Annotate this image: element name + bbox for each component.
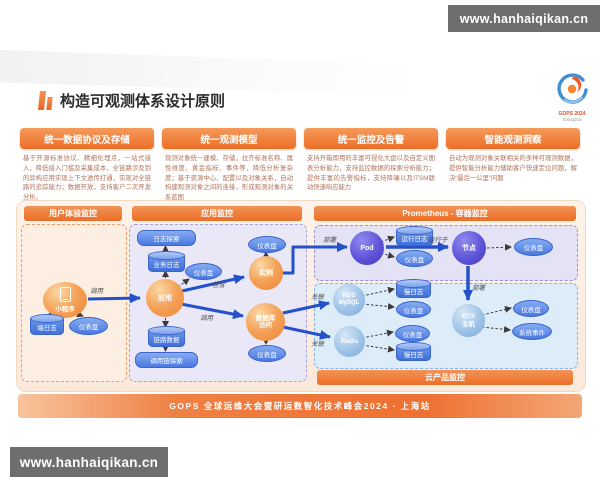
edge-label-assoc2: 关联 [311, 341, 324, 348]
node-client-log: 端日志 [30, 314, 64, 335]
node-dashboard-node: 仪表盘 [514, 238, 553, 256]
principle-desc-2: 观测对象统一建模、存储，拉齐标准名称、属性维度、黄金指标、事件等，降低分析复杂度… [165, 155, 293, 201]
node-trace-data: 链路数据 [148, 326, 185, 347]
node-biz-log: 业务日志 [148, 251, 185, 272]
node-slow-log-rds-label: 慢日志 [403, 288, 424, 296]
node-instance: 实例 [249, 256, 283, 290]
section-header-user-experience: 用户体验监控 [24, 206, 122, 221]
edge-label-assoc1: 关联 [311, 294, 324, 301]
section-header-cloud-product: 云产品监控 [317, 370, 573, 385]
section-header-application: 应用监控 [132, 206, 302, 221]
watermark-bottom-text: www.hanhaiqikan.cn [19, 454, 159, 470]
node-dashboard-ecs: 仪表盘 [513, 300, 549, 317]
node-rds-mysql: RDS MySQL [333, 284, 365, 316]
node-sys-event: 系统事件 [512, 323, 552, 340]
logo-name: GOPS 2024 [558, 111, 586, 117]
node-mini-program-label: 小程序 [55, 306, 75, 313]
watermark-bottom: www.hanhaiqikan.cn [10, 447, 168, 477]
node-k8s-node: 节点 [452, 231, 486, 265]
principle-card-4: 智能观测洞察 自动为观测对象关联相关的多种可观测数据，提供智能分析能力辅助客户快… [446, 128, 580, 185]
principle-desc-4: 自动为观测对象关联相关的多种可观测数据，提供智能分析能力辅助客户快速定位问题，解… [449, 155, 577, 182]
node-trace-explore: 调用链探索 [135, 352, 198, 368]
node-app: 应用 [146, 279, 184, 317]
edge-label-run-on: 运行于 [428, 237, 448, 244]
node-dashboard-app: 仪表盘 [185, 263, 222, 280]
node-ecs-host: ECS 主机 [452, 304, 485, 337]
principle-card-2: 统一观测模型 观测对象统一建模、存储，拉齐标准名称、属性维度、黄金指标、事件等，… [162, 128, 296, 205]
logo-city: Shanghai [562, 117, 582, 122]
node-dashboard-rds: 仪表盘 [396, 301, 431, 318]
principle-card-3: 统一监控及告警 支持开箱即用的丰富可视化大盘以及自定义图表分析能力，支持监控数据… [304, 128, 438, 195]
edge-label-contain: 包含 [212, 282, 225, 289]
node-trace-data-label: 链路数据 [153, 336, 180, 344]
gops-swirl-icon [557, 73, 588, 104]
edge-label-deploy2: 部署 [472, 285, 485, 292]
node-redis: Redis [334, 326, 365, 357]
node-biz-log-label: 业务日志 [153, 261, 180, 269]
node-mini-program: 小程序 [43, 282, 87, 318]
watermark-top: www.hanhaiqikan.cn [448, 5, 600, 32]
edge-label-call1: 调用 [90, 288, 103, 295]
node-db-access: 数据库 访问 [246, 303, 285, 341]
principle-title-2: 统一观测模型 [162, 128, 296, 149]
principle-card-1: 统一数据协议及存储 基于开源标准协议、精细化埋点，一站式接入，降低接入门槛及采集… [20, 128, 154, 205]
node-run-log: 运行日志 [396, 226, 433, 246]
principle-title-4: 智能观测洞察 [446, 128, 580, 149]
node-dashboard-pod: 仪表盘 [396, 250, 433, 267]
principle-desc-3: 支持开箱即用的丰富可视化大盘以及自定义图表分析能力，支持监控数据的探索分析能力；… [307, 155, 435, 192]
node-pod: Pod [350, 231, 384, 265]
edge-label-call2: 调用 [200, 315, 213, 322]
footer-banner: GOPS 全球运维大会暨研运数智化技术峰会2024 · 上海站 [18, 394, 582, 418]
node-slow-log-rds: 慢日志 [396, 279, 431, 298]
watermark-top-text: www.hanhaiqikan.cn [459, 11, 589, 26]
title-bars-icon [38, 91, 55, 110]
node-dashboard-instance: 仪表盘 [248, 236, 286, 253]
edge-label-deploy1: 部署 [323, 237, 336, 244]
section-header-prometheus: Prometheus - 容器监控 [314, 206, 576, 221]
node-dashboard-dbaccess: 仪表盘 [248, 345, 286, 362]
mobile-phone-icon [59, 287, 71, 302]
node-dashboard-redis: 仪表盘 [395, 325, 430, 342]
node-log-explore: 日志探索 [137, 230, 196, 246]
node-dashboard-user: 仪表盘 [69, 317, 108, 335]
principle-desc-1: 基于开源标准协议、精细化埋点，一站式接入，降低接入门槛及采集成本，全链路涉及到的… [23, 155, 151, 201]
node-slow-log-redis-label: 慢日志 [403, 351, 424, 359]
principle-title-3: 统一监控及告警 [304, 128, 438, 149]
page-title: 构造可观测体系设计原则 [60, 93, 226, 110]
node-run-log-label: 运行日志 [401, 236, 428, 243]
gops-logo: GOPS 2024 Shanghai [551, 72, 593, 122]
principle-title-1: 统一数据协议及存储 [20, 128, 154, 149]
node-client-log-label: 端日志 [37, 324, 57, 332]
node-slow-log-redis: 慢日志 [396, 342, 431, 361]
